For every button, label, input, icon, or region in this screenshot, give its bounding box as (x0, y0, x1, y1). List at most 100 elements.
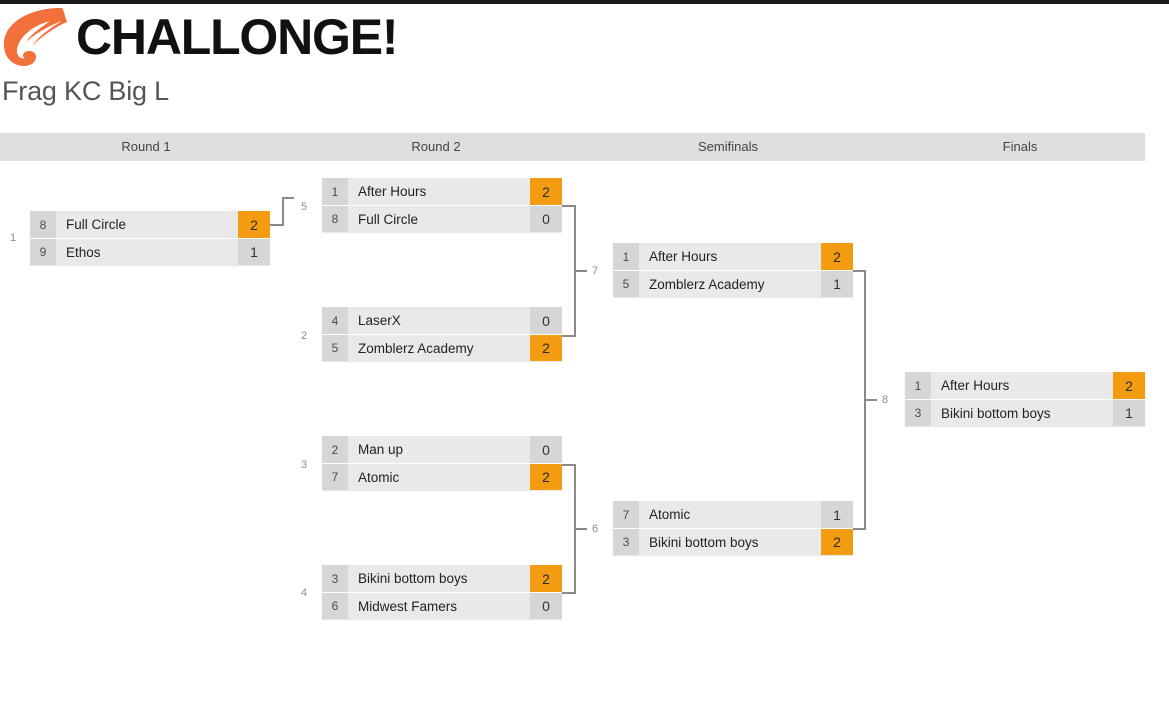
seed-number: 3 (905, 400, 931, 426)
match-card[interactable]: 1 After Hours 2 5 Zomblerz Academy 1 (613, 243, 853, 297)
seed-number: 5 (322, 335, 348, 361)
seed-number: 1 (322, 178, 348, 205)
participant-name: Man up (358, 442, 404, 457)
connector-m8-feed (864, 399, 877, 401)
participant-name: Full Circle (66, 217, 127, 232)
participant-score: 1 (238, 239, 270, 265)
participant-score: 1 (821, 271, 853, 297)
match-participant-row[interactable]: 1 After Hours 2 (613, 243, 853, 270)
match-number-1: 1 (10, 232, 17, 244)
participant-score: 0 (530, 436, 562, 463)
match-number-6: 6 (592, 523, 599, 535)
connector-m4-stub (562, 592, 576, 594)
connector-m7-stub (852, 270, 866, 272)
match-participant-row[interactable]: 3 Bikini bottom boys 2 (322, 565, 562, 592)
match-number-4: 4 (301, 587, 308, 599)
participant-name: Midwest Famers (358, 598, 458, 614)
match-participant-row[interactable]: 1 After Hours 2 (322, 178, 562, 205)
participant-name: After Hours (941, 378, 1010, 393)
match-number-5: 5 (301, 201, 308, 213)
connector-m6-feed (574, 528, 587, 530)
participant-score: 2 (530, 335, 562, 361)
match-participant-row[interactable]: 4 LaserX 0 (322, 307, 562, 334)
participant-name: Ethos (66, 244, 101, 260)
participant-score: 0 (530, 593, 562, 619)
seed-number: 2 (322, 436, 348, 463)
match-number-8: 8 (882, 394, 889, 406)
participant-name: After Hours (358, 184, 427, 199)
seed-number: 4 (322, 307, 348, 334)
seed-number: 7 (613, 501, 639, 528)
participant-name: Atomic (649, 507, 691, 522)
match-participant-row[interactable]: 5 Zomblerz Academy 2 (322, 334, 562, 361)
page-title: Frag KC Big L (2, 76, 169, 106)
match-card[interactable]: 8 Full Circle 2 9 Ethos 1 (30, 211, 270, 265)
participant-score: 2 (238, 211, 270, 238)
match-card[interactable]: 2 Man up 0 7 Atomic 2 (322, 436, 562, 490)
match-participant-row[interactable]: 5 Zomblerz Academy 1 (613, 270, 853, 297)
seed-number: 9 (30, 239, 56, 265)
participant-score: 1 (821, 501, 853, 528)
connector-m5-stub (562, 205, 576, 207)
match-number-2: 2 (301, 330, 308, 342)
participant-name: Bikini bottom boys (358, 571, 468, 586)
seed-number: 1 (613, 243, 639, 270)
challonge-wordmark: CHALLONGE! (76, 9, 399, 65)
seed-number: 7 (322, 464, 348, 490)
match-card[interactable]: 1 After Hours 2 3 Bikini bottom boys 1 (905, 372, 1145, 426)
connector-m1-top (282, 197, 294, 199)
match-card[interactable]: 3 Bikini bottom boys 2 6 Midwest Famers … (322, 565, 562, 619)
round-header-2: Round 2 (411, 139, 461, 154)
match-participant-row[interactable]: 6 Midwest Famers 0 (322, 592, 562, 619)
connector-m1-riser (282, 197, 284, 226)
connector-m7-feed (574, 270, 587, 272)
seed-number: 6 (322, 593, 348, 619)
match-participant-row[interactable]: 7 Atomic 1 (613, 501, 853, 528)
participant-score: 2 (1113, 372, 1145, 399)
match-card[interactable]: 7 Atomic 1 3 Bikini bottom boys 2 (613, 501, 853, 555)
match-participant-row[interactable]: 7 Atomic 2 (322, 463, 562, 490)
participant-name: Bikini bottom boys (941, 405, 1051, 421)
round-header-4: Finals (1002, 139, 1038, 154)
participant-score: 2 (530, 565, 562, 592)
rounds-header-bar: Round 1 Round 2 Semifinals Finals (0, 133, 1145, 161)
connector-m2-stub (562, 335, 576, 337)
top-edge-strip (0, 0, 1169, 4)
participant-score: 2 (530, 464, 562, 490)
match-participant-row[interactable]: 8 Full Circle 0 (322, 205, 562, 232)
match-participant-row[interactable]: 3 Bikini bottom boys 2 (613, 528, 853, 555)
round-header-3: Semifinals (698, 139, 758, 154)
match-number-3: 3 (301, 459, 308, 471)
participant-name: After Hours (649, 249, 718, 264)
seed-number: 8 (30, 211, 56, 238)
participant-score: 0 (530, 307, 562, 334)
match-card[interactable]: 4 LaserX 0 5 Zomblerz Academy 2 (322, 307, 562, 361)
participant-score: 2 (530, 178, 562, 205)
seed-number: 3 (322, 565, 348, 592)
round-header-1: Round 1 (121, 139, 171, 154)
participant-score: 0 (530, 206, 562, 232)
match-number-7: 7 (592, 265, 599, 277)
match-participant-row[interactable]: 1 After Hours 2 (905, 372, 1145, 399)
connector-m6-stub (852, 528, 866, 530)
match-participant-row[interactable]: 9 Ethos 1 (30, 238, 270, 265)
participant-name: Zomblerz Academy (358, 340, 474, 356)
participant-name: Atomic (358, 469, 400, 485)
participant-name: LaserX (358, 313, 401, 328)
participant-name: Full Circle (358, 211, 419, 227)
seed-number: 1 (905, 372, 931, 399)
match-participant-row[interactable]: 3 Bikini bottom boys 1 (905, 399, 1145, 426)
participant-score: 1 (1113, 400, 1145, 426)
match-participant-row[interactable]: 8 Full Circle 2 (30, 211, 270, 238)
match-card[interactable]: 1 After Hours 2 8 Full Circle 0 (322, 178, 562, 232)
challonge-brand-header[interactable]: CHALLONGE! (0, 4, 399, 70)
participant-name: Zomblerz Academy (649, 276, 765, 292)
seed-number: 8 (322, 206, 348, 232)
participant-score: 2 (821, 529, 853, 555)
participant-score: 2 (821, 243, 853, 270)
seed-number: 3 (613, 529, 639, 555)
connector-m3-stub (562, 464, 576, 466)
match-participant-row[interactable]: 2 Man up 0 (322, 436, 562, 463)
participant-name: Bikini bottom boys (649, 534, 759, 550)
